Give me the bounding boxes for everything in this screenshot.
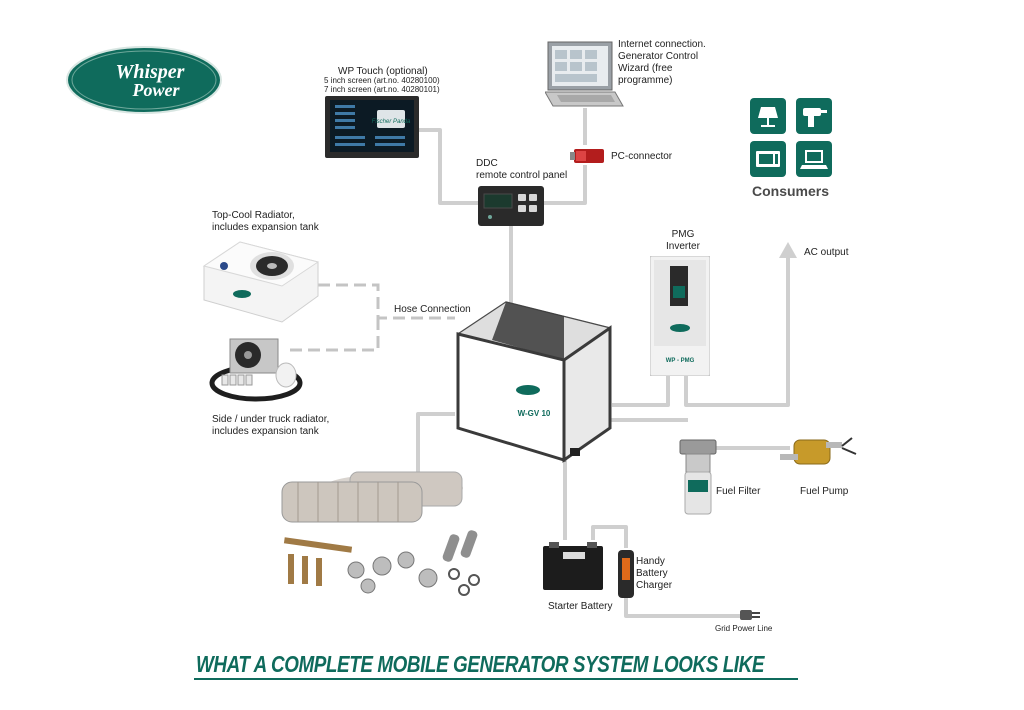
pc-connector	[570, 149, 604, 163]
line-ddc-pc	[543, 165, 587, 205]
side-under-radiator	[209, 338, 303, 402]
fuel-filter	[679, 439, 717, 515]
grid-plug-icon	[740, 610, 760, 620]
ac-output-label: AC output	[804, 247, 849, 258]
pc-connector-label: PC-connector	[611, 151, 673, 162]
wp-touch-logo-text: Fischer Panda	[372, 119, 411, 125]
top-cool-radiator	[202, 241, 320, 323]
handy-battery-charger	[618, 550, 634, 598]
line-radiator-generator	[416, 412, 455, 480]
exhaust-kit	[281, 471, 480, 596]
ddc-panel	[478, 186, 544, 226]
logo-line2: Power	[132, 80, 181, 100]
whisperpower-logo: Whisper Power	[66, 46, 222, 114]
laptop-icon	[796, 141, 832, 177]
generator-model-text: W-GV 10	[518, 409, 551, 418]
line-battery-charger	[591, 525, 628, 548]
lamp-icon	[750, 98, 786, 134]
fuel-pump	[780, 437, 857, 465]
laptop-image	[545, 41, 624, 107]
microwave-icon	[750, 141, 786, 177]
hose-connection-label: Hose Connection	[394, 304, 471, 315]
wp-touch-line2: 7 inch screen (art.no. 40280101)	[324, 85, 440, 94]
ac-output-arrow	[779, 242, 797, 258]
line-inverter-ac	[684, 258, 790, 407]
top-cool-label: Top-Cool Radiator,includes expansion tan…	[212, 210, 319, 233]
internet-label: Internet connection.Generator Control Wi…	[618, 39, 706, 86]
starter-battery	[543, 542, 603, 590]
drill-icon	[796, 98, 832, 134]
line-generator-inverter	[612, 376, 670, 407]
wp-touch-title: WP Touch (optional)	[338, 66, 428, 77]
line-charger-grid	[624, 596, 740, 618]
title-underline	[194, 678, 798, 680]
fuel-pump-label: Fuel Pump	[800, 486, 849, 497]
line-wptouch-ddc	[418, 128, 478, 205]
consumers-label: Consumers	[752, 183, 830, 199]
pmg-model-text: WP - PMG	[666, 358, 695, 364]
grid-power-line-label: Grid Power Line	[715, 624, 773, 633]
logo-line1: Whisper	[116, 61, 185, 83]
fuel-filter-label: Fuel Filter	[716, 486, 761, 497]
hose-line-bottom	[290, 318, 380, 352]
side-under-label: Side / under truck radiator,includes exp…	[212, 414, 330, 437]
page-title: WHAT A COMPLETE MOBILE GENERATOR SYSTEM …	[196, 651, 765, 677]
wp-touch-line1: 5 inch screen (art.no. 40280100)	[324, 76, 440, 85]
generator-unit: W-GV 10	[456, 301, 612, 463]
hose-line-top	[318, 283, 455, 320]
pmg-inverter: WP - PMG	[650, 256, 710, 376]
wp-touch-panel: Fischer Panda	[325, 96, 419, 158]
starter-battery-label: Starter Battery	[548, 601, 613, 612]
